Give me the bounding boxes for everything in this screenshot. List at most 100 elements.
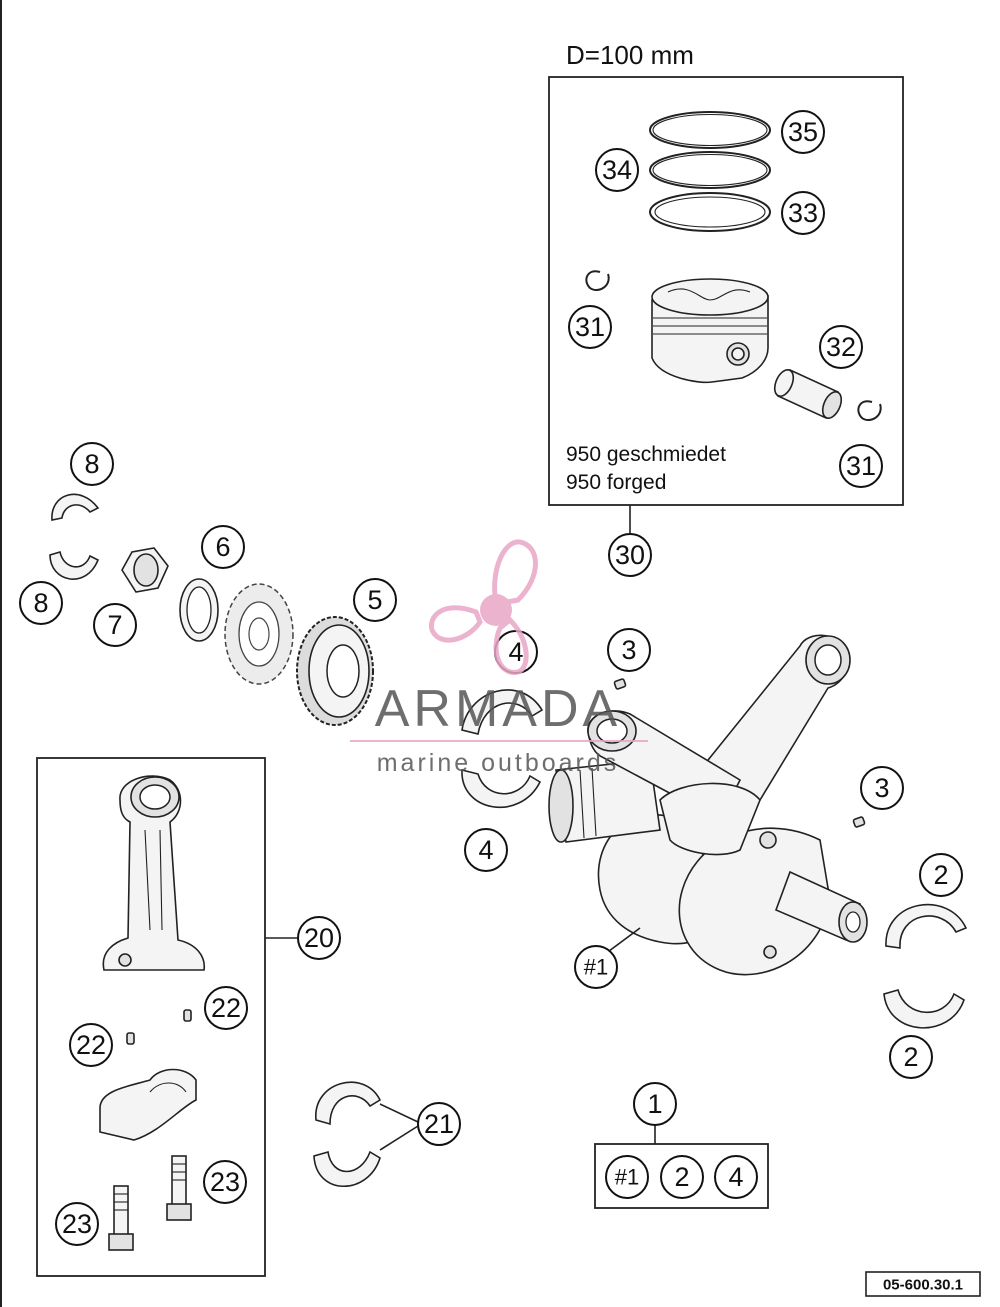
- timing-sprocket: [224, 583, 294, 685]
- drawing-number-box: [865, 1271, 981, 1297]
- svg-text:2: 2: [933, 860, 948, 890]
- callout-crankshaft: #1: [574, 945, 618, 989]
- svg-text:33: 33: [788, 198, 818, 228]
- callout-30: 30: [608, 533, 652, 577]
- bearing-shell-4-lower: [461, 768, 542, 809]
- callout-23-left: 23: [55, 1202, 99, 1246]
- callout-3-lower: 3: [860, 766, 904, 810]
- piston-kit-text-en: 950 forged: [566, 471, 666, 494]
- callout-4-lower: 4: [464, 828, 508, 872]
- piston-kit-box: [548, 76, 904, 506]
- svg-text:22: 22: [211, 993, 241, 1023]
- svg-text:8: 8: [33, 588, 48, 618]
- svg-text:2: 2: [674, 1162, 689, 1192]
- conrod-bolt-23-left: [108, 1185, 134, 1251]
- svg-text:#1: #1: [615, 1165, 639, 1190]
- svg-text:23: 23: [62, 1209, 92, 1239]
- svg-text:2: 2: [903, 1042, 918, 1072]
- gear-5: [296, 616, 374, 726]
- svg-text:3: 3: [874, 773, 889, 803]
- leader-21-upper: [379, 1103, 419, 1123]
- dowel-22-left: [126, 1032, 135, 1045]
- hex-nut-7: [121, 547, 169, 593]
- bearing-shell-8-upper: [51, 493, 100, 521]
- piston: [651, 278, 769, 384]
- svg-text:#1: #1: [584, 955, 608, 980]
- propeller-icon: [428, 539, 538, 675]
- armada-watermark: ARMADA marine outboards: [350, 539, 648, 777]
- svg-text:31: 31: [575, 312, 605, 342]
- set-item-crankshaft: #1: [605, 1155, 649, 1199]
- callout-35: 35: [781, 110, 825, 154]
- piston-ring-34: [649, 151, 771, 189]
- bearing-shell-4-upper: [461, 689, 544, 735]
- piston-ring-33: [649, 192, 771, 232]
- conrod-kit-box: [36, 757, 266, 1277]
- svg-text:4: 4: [508, 637, 523, 667]
- callout-8-upper: 8: [70, 442, 114, 486]
- callout-31-lower: 31: [839, 444, 883, 488]
- svg-text:21: 21: [424, 1109, 454, 1139]
- svg-text:20: 20: [304, 923, 334, 953]
- svg-text:35: 35: [788, 117, 818, 147]
- svg-text:8: 8: [84, 449, 99, 479]
- callout-33: 33: [781, 191, 825, 235]
- svg-text:5: 5: [367, 585, 382, 615]
- circlip-upper: [585, 270, 610, 292]
- callout-5: 5: [353, 578, 397, 622]
- bearing-shell-8-lower: [49, 550, 100, 580]
- watermark-tagline: marine outboards: [377, 749, 620, 777]
- callout-23-right: 23: [203, 1160, 247, 1204]
- dowel-pin-3-upper: [613, 678, 627, 690]
- set-item-4: 4: [714, 1155, 758, 1199]
- piston-kit-text-de: 950 geschmiedet: [566, 443, 726, 466]
- svg-text:4: 4: [478, 835, 493, 865]
- svg-text:22: 22: [76, 1030, 106, 1060]
- svg-text:32: 32: [826, 332, 856, 362]
- svg-text:23: 23: [210, 1167, 240, 1197]
- callout-2-upper: 2: [919, 853, 963, 897]
- svg-text:3: 3: [621, 635, 636, 665]
- dowel-pin-3-lower: [852, 816, 866, 828]
- callout-34: 34: [595, 148, 639, 192]
- callout-6: 6: [201, 525, 245, 569]
- conrod-bolt-23-right: [166, 1155, 192, 1221]
- svg-text:30: 30: [615, 540, 645, 570]
- callout-8-lower: 8: [19, 581, 63, 625]
- svg-text:4: 4: [728, 1162, 743, 1192]
- svg-text:7: 7: [107, 610, 122, 640]
- leader-21-lower: [379, 1125, 419, 1151]
- crankshaft-assembly: [548, 634, 868, 976]
- callout-32: 32: [819, 325, 863, 369]
- piston-ring-35: [649, 111, 771, 149]
- piston-pin: [773, 368, 843, 420]
- bearing-shell-2-upper: [885, 903, 968, 949]
- callout-3-upper: 3: [607, 628, 651, 672]
- circlip-lower: [857, 400, 882, 422]
- dowel-22-right: [183, 1009, 192, 1022]
- svg-text:6: 6: [215, 532, 230, 562]
- callout-31-upper: 31: [568, 305, 612, 349]
- set-item-2: 2: [660, 1155, 704, 1199]
- callout-1: 1: [633, 1082, 677, 1126]
- svg-text:34: 34: [602, 155, 632, 185]
- bearing-shell-21-upper: [315, 1081, 382, 1126]
- bore-label: D=100 mm: [566, 40, 694, 70]
- watermark-brand: ARMADA: [375, 680, 621, 738]
- conrod-cap: [99, 1068, 197, 1141]
- callout-21: 21: [417, 1102, 461, 1146]
- bearing-shell-2-lower: [883, 989, 965, 1029]
- callout-7: 7: [93, 603, 137, 647]
- svg-text:1: 1: [647, 1089, 662, 1119]
- svg-text:31: 31: [846, 451, 876, 481]
- connecting-rod-20: [102, 775, 205, 971]
- set-box-1: [594, 1143, 769, 1209]
- callout-22-right: 22: [204, 986, 248, 1030]
- bearing-shell-21-lower: [313, 1150, 381, 1188]
- washer-6: [179, 578, 219, 642]
- drawing-number: 05-600.30.1: [883, 1277, 963, 1294]
- callout-20: 20: [297, 916, 341, 960]
- callout-2-lower: 2: [889, 1035, 933, 1079]
- callout-22-left: 22: [69, 1023, 113, 1067]
